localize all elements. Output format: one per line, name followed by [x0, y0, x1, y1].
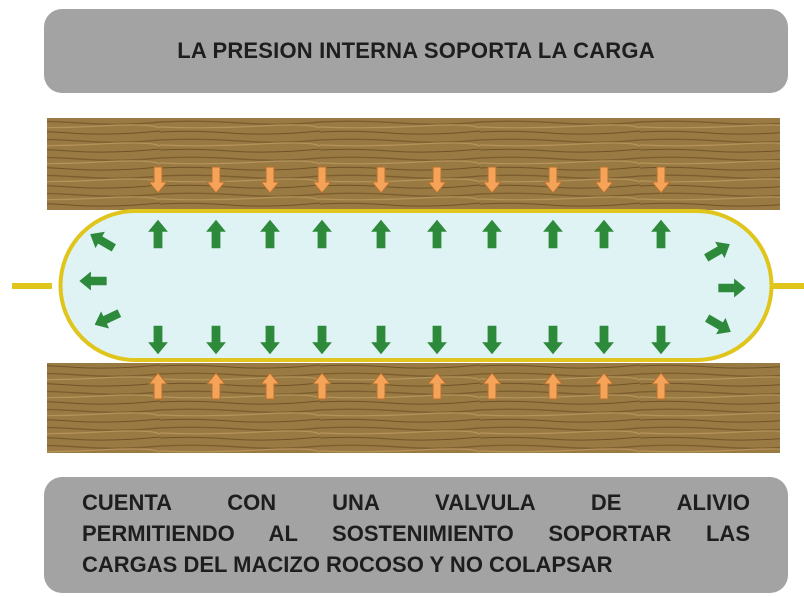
- pressure-arrow-left-icon: [90, 231, 116, 252]
- pressure-arrow-up-icon: [148, 219, 168, 249]
- pressure-arrow-down-icon: [206, 325, 226, 355]
- bottom-banner-line-1: CUENTA CON UNA VALVULA DE ALIVIO: [82, 490, 750, 515]
- pressure-arrow-right-icon: [705, 314, 731, 335]
- load-arrow-down-icon: [542, 166, 564, 194]
- top-banner: LA PRESION INTERNA SOPORTA LA CARGA: [44, 9, 788, 93]
- pressure-arrow-up-icon: [371, 219, 391, 249]
- pressure-arrow-down-icon: [651, 325, 671, 355]
- load-arrow-down-icon: [481, 166, 503, 194]
- pressure-arrow-right-icon: [718, 278, 746, 298]
- pressure-arrow-up-icon: [594, 219, 614, 249]
- pressure-bag: [58, 209, 774, 362]
- pressure-arrow-down-icon: [260, 325, 280, 355]
- pressure-arrow-down-icon: [543, 325, 563, 355]
- load-arrow-up-icon: [593, 372, 615, 400]
- load-arrow-up-icon: [147, 372, 169, 400]
- pressure-arrow-up-icon: [260, 219, 280, 249]
- pressure-support-diagram: [12, 118, 804, 453]
- bottom-banner-line-2: PERMITIENDO AL SOSTENIMIENTO SOPORTAR LA…: [82, 521, 750, 546]
- pressure-arrow-down-icon: [594, 325, 614, 355]
- pressure-arrow-down-icon: [482, 325, 502, 355]
- pressure-arrow-left-icon: [79, 271, 107, 291]
- pressure-arrow-down-icon: [427, 325, 447, 355]
- pressure-arrow-down-icon: [371, 325, 391, 355]
- pressure-arrow-up-icon: [206, 219, 226, 249]
- load-arrow-down-icon: [593, 166, 615, 194]
- load-arrow-up-icon: [426, 372, 448, 400]
- load-arrow-up-icon: [370, 372, 392, 400]
- load-arrow-up-icon: [542, 372, 564, 400]
- load-arrow-down-icon: [370, 166, 392, 194]
- pressure-arrow-up-icon: [482, 219, 502, 249]
- load-arrow-down-icon: [205, 166, 227, 194]
- pressure-arrow-up-icon: [651, 219, 671, 249]
- top-banner-text: LA PRESION INTERNA SOPORTA LA CARGA: [177, 38, 655, 63]
- load-arrow-down-icon: [650, 166, 672, 194]
- load-arrow-down-icon: [311, 166, 333, 194]
- load-arrow-down-icon: [147, 166, 169, 194]
- load-arrow-up-icon: [650, 372, 672, 400]
- pressure-arrow-right-icon: [704, 241, 730, 262]
- bottom-banner-line-3: CARGAS DEL MACIZO ROCOSO Y NO COLAPSAR: [82, 552, 613, 577]
- pressure-arrow-down-icon: [312, 325, 332, 355]
- load-arrow-down-icon: [259, 166, 281, 194]
- pressure-arrow-up-icon: [427, 219, 447, 249]
- pressure-arrow-up-icon: [312, 219, 332, 249]
- arrow-layer: [79, 166, 746, 400]
- bottom-banner: CUENTA CON UNA VALVULA DE ALIVIO PERMITI…: [44, 477, 788, 593]
- pressure-arrow-up-icon: [543, 219, 563, 249]
- load-arrow-up-icon: [481, 372, 503, 400]
- load-arrow-up-icon: [259, 372, 281, 400]
- upper-wood-beam: [47, 118, 780, 210]
- pressure-arrow-left-icon: [94, 309, 122, 329]
- load-arrow-down-icon: [426, 166, 448, 194]
- pressure-arrow-down-icon: [148, 325, 168, 355]
- load-arrow-up-icon: [205, 372, 227, 400]
- load-arrow-up-icon: [311, 372, 333, 400]
